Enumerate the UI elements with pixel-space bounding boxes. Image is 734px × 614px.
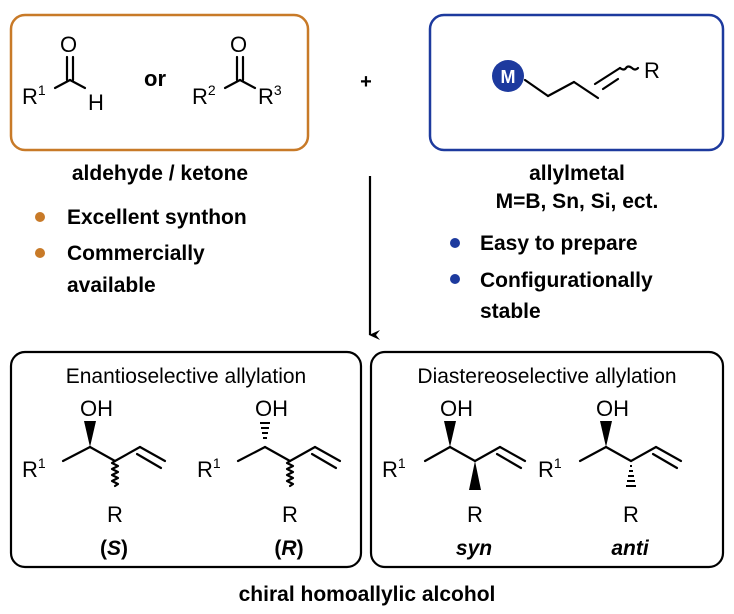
- metal-label: M: [501, 67, 516, 87]
- product-syn-structure: OH R1 R syn: [382, 396, 527, 560]
- product-syn-r1: R1: [382, 455, 406, 482]
- carbonyl-bullet-2: Commercially: [67, 242, 205, 265]
- allylmetal-bullet-dot: [450, 238, 460, 248]
- diastereoselective-title: Diastereoselective allylation: [417, 365, 676, 388]
- carbonyl-caption: aldehyde / ketone: [72, 162, 248, 185]
- allylmetal-r: R: [644, 58, 660, 83]
- product-anti-oh: OH: [596, 396, 629, 421]
- metal-circle: [492, 60, 524, 92]
- allylmetal-bullet-2: Configurationally: [480, 269, 653, 292]
- allylmetal-structure: M R: [492, 58, 660, 100]
- product-s-r1: R1: [22, 455, 46, 482]
- product-r-r: R: [282, 502, 298, 527]
- allylmetal-bullet-dot: [450, 274, 460, 284]
- carbonyl-box: [9, 13, 310, 152]
- carbonyl-bullet-2-cont: available: [67, 274, 156, 297]
- ketone-structure: O R2 R3: [192, 32, 282, 109]
- product-s-label: (S): [100, 537, 128, 560]
- product-anti-label: anti: [611, 537, 650, 560]
- aldehyde-structure: O R1 H: [22, 32, 104, 115]
- enantioselective-box: [9, 350, 363, 569]
- enantioselective-title: Enantioselective allylation: [66, 365, 306, 388]
- allylmetal-metals: M=B, Sn, Si, ect.: [496, 190, 659, 213]
- carbonyl-bullet-dot: [35, 248, 45, 258]
- product-s-oh: OH: [80, 396, 113, 421]
- allylmetal-box: [428, 13, 725, 152]
- product-syn-oh: OH: [440, 396, 473, 421]
- product-anti-r: R: [623, 502, 639, 527]
- product-syn-r: R: [467, 502, 483, 527]
- allylmetal-bullet-2-cont: stable: [480, 300, 541, 323]
- product-syn-label: syn: [456, 537, 492, 560]
- product-s-r: R: [107, 502, 123, 527]
- carbonyl-bullet-1: Excellent synthon: [67, 206, 247, 229]
- product-r-structure: OH R1 R (R): [197, 396, 342, 560]
- diastereoselective-box: [369, 350, 725, 569]
- allylmetal-caption: allylmetal: [529, 162, 625, 185]
- product-anti-r1: R1: [538, 455, 562, 482]
- aldehyde-h: H: [88, 90, 104, 115]
- ketone-r3: R3: [258, 82, 282, 109]
- product-r-oh: OH: [255, 396, 288, 421]
- ketone-r2: R2: [192, 82, 216, 109]
- plus-sign: +: [360, 71, 372, 93]
- product-anti-structure: OH R1 R anti: [538, 396, 683, 560]
- aldehyde-oxygen: O: [60, 32, 77, 57]
- allylmetal-bullet-1: Easy to prepare: [480, 232, 638, 255]
- ketone-oxygen: O: [230, 32, 247, 57]
- footer-caption: chiral homoallylic alcohol: [239, 583, 496, 606]
- or-connector: or: [144, 66, 166, 91]
- product-r-r1: R1: [197, 455, 221, 482]
- aldehyde-r: R1: [22, 82, 46, 109]
- product-r-label: (R): [274, 537, 303, 560]
- product-s-structure: OH R1 R (S): [22, 396, 167, 560]
- carbonyl-bullet-dot: [35, 212, 45, 222]
